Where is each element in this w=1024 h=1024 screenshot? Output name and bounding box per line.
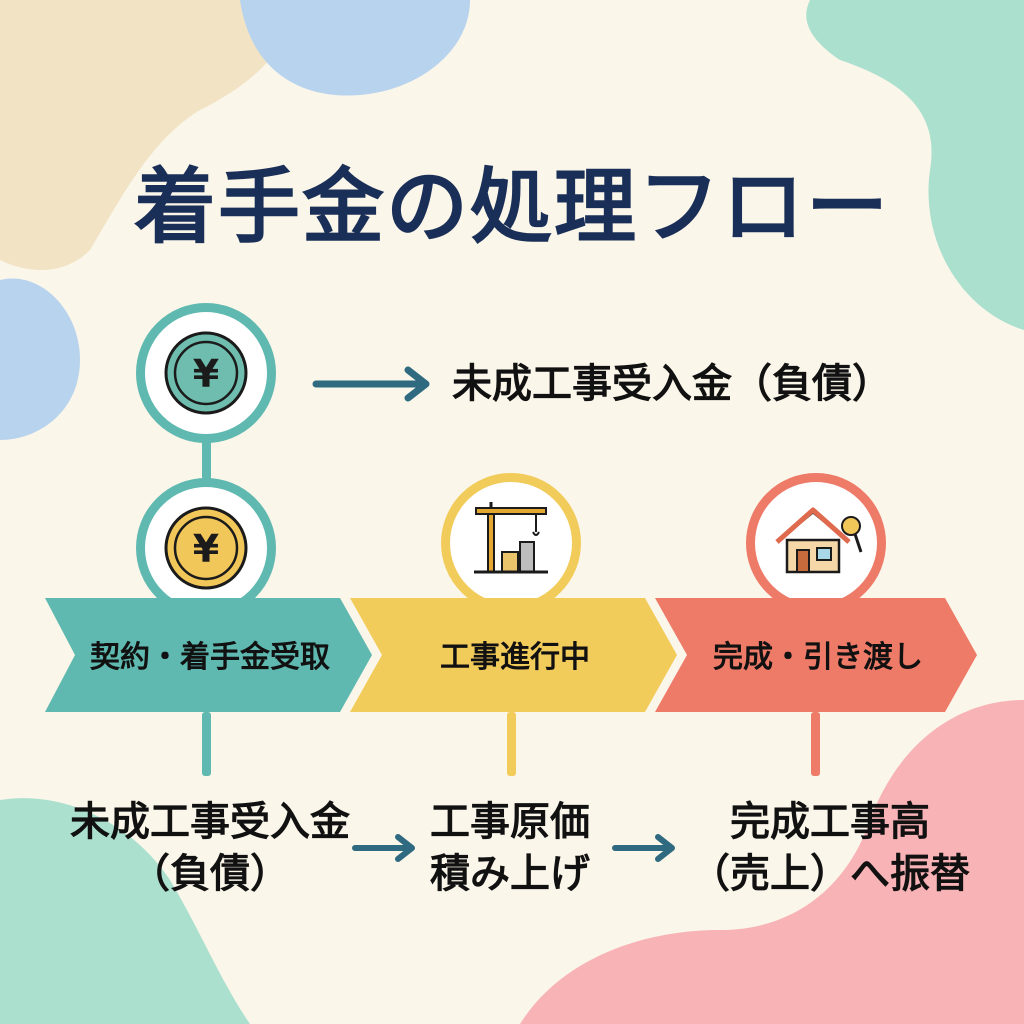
result-3-line1: 完成工事高 (730, 799, 930, 845)
step-1-connector (202, 712, 211, 776)
step-1-chevron (45, 598, 372, 712)
step-3-connector (811, 712, 820, 776)
step-1-circle: ¥ (136, 478, 276, 618)
vertical-connector (202, 440, 211, 480)
step-1-label: 契約・着手金受取 (90, 640, 330, 675)
construction-crane-icon (474, 502, 548, 574)
step-3-chevron (655, 598, 977, 712)
step-2-chevron (350, 598, 677, 712)
deposit-circle: ¥ (136, 303, 276, 443)
arrow-right-icon (312, 366, 430, 402)
svg-text:¥: ¥ (193, 352, 219, 396)
yen-coin-icon: ¥ (164, 506, 248, 590)
result-1-line2: （負債） (130, 851, 290, 897)
result-2-text: 工事原価 積み上げ (410, 796, 610, 900)
result-3-text: 完成工事高 （売上）へ振替 (680, 796, 980, 900)
result-1-text: 未成工事受入金 （負債） (40, 796, 380, 900)
process-chevrons (45, 598, 977, 712)
step-2-label: 工事進行中 (440, 640, 590, 675)
step-2-circle (441, 473, 581, 613)
page-title: 着手金の処理フロー (133, 160, 890, 255)
result-2-line2: 積み上げ (430, 851, 590, 897)
step-3-label: 完成・引き渡し (713, 640, 923, 675)
step-2-connector (507, 712, 516, 776)
arrow-right-icon (612, 834, 675, 862)
yen-coin-icon: ¥ (164, 331, 248, 415)
result-2-line1: 工事原価 (430, 799, 590, 845)
step-3-circle (746, 473, 886, 613)
svg-text:¥: ¥ (193, 527, 219, 571)
top-liability-label: 未成工事受入金（負債） (452, 361, 892, 407)
result-3-line2: （売上）へ振替 (690, 851, 970, 897)
house-key-icon (775, 507, 863, 574)
arrow-right-icon (352, 834, 415, 862)
result-1-line1: 未成工事受入金 (70, 799, 350, 845)
